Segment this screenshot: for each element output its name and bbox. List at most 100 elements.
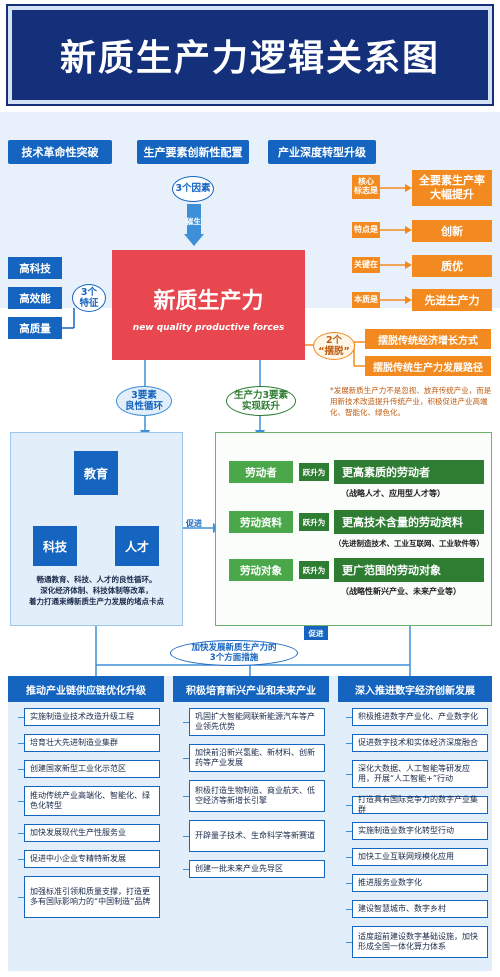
cycle-node-education: 教育 [74, 451, 118, 495]
measure-connector [346, 909, 352, 910]
factor-box-2: 生产要素创新性配置 [137, 140, 249, 164]
hallmark-tag-3: 关键在 [352, 257, 380, 273]
measure-item: 建设智慧城市、数字乡村 [352, 900, 488, 918]
measure-connector [346, 805, 352, 806]
measure-column-3-title: 深入推进数字经济创新发展 [338, 676, 492, 702]
leap-result-1: 更高素质的劳动者 [334, 460, 484, 484]
measure-connector [18, 717, 24, 718]
measure-column-2: 积极培育新兴产业和未来产业 巩固扩大智能网联新能源汽车等产业领先优势加快前沿新兴… [173, 676, 329, 878]
leap-factor-2: 劳动资料 [229, 511, 293, 533]
leap-up-3: 跃升为 [299, 561, 329, 579]
leap-sub-2: （先进制造技术、工业互联网、工业软件等） [334, 539, 484, 548]
leap-sub-3: （战略性新兴产业、未来产业等） [341, 587, 461, 596]
measure-connector [346, 942, 352, 943]
measure-column-1: 推动产业链供应链优化升级 实施制造业技术改造升级工程培育壮大先进制造业集群创建国… [8, 676, 164, 918]
measure-connector [346, 743, 352, 744]
measure-item: 促进中小企业专精特新发展 [24, 850, 160, 868]
hallmark-tag-4: 本质是 [352, 292, 380, 308]
measure-connector [18, 801, 24, 802]
catalyze-label: 催生 [186, 217, 201, 226]
measure-connector [346, 883, 352, 884]
title-banner: 新质生产力逻辑关系图 [6, 4, 494, 106]
measure-item: 加快发展现代生产性服务业 [24, 824, 160, 842]
measure-item: 创建一批未来产业先导区 [189, 860, 325, 878]
measure-item: 实施制造业技术改造升级工程 [24, 708, 160, 726]
measure-item: 推进服务业数字化 [352, 874, 488, 892]
measure-column-3: 深入推进数字经济创新发展 积极推进数字产业化、产业数字化促进数字技术和实体经济深… [338, 676, 492, 958]
measure-column-2-title: 积极培育新兴产业和未来产业 [173, 676, 329, 702]
core-title: 新质生产力 [153, 289, 264, 314]
measure-connector [183, 869, 189, 870]
feature-box-3: 高质量 [8, 317, 62, 339]
measure-connector [18, 743, 24, 744]
measure-item: 推动传统产业高端化、智能化、绿色化转型 [24, 786, 160, 816]
core-subtitle: new quality productive forces [132, 323, 285, 333]
measure-connector [18, 897, 24, 898]
factor-box-3: 产业深度转型升级 [268, 140, 376, 164]
factor-box-1: 技术革命性突破 [8, 140, 112, 164]
measure-connector [18, 833, 24, 834]
cycle-promote-label: 促进 [186, 519, 202, 528]
measure-item: 巩固扩大智能网联新能源汽车等产业领先优势 [189, 708, 325, 736]
leap-sub-1: （战略人才、应用型人才等） [341, 489, 445, 498]
feature-box-2: 高效能 [8, 287, 62, 309]
cycle-oval: 3要素 良性循环 [116, 386, 172, 416]
leap-factor-3: 劳动对象 [229, 559, 293, 581]
measure-connector [346, 774, 352, 775]
measure-connector [183, 758, 189, 759]
leap-factor-1: 劳动者 [229, 461, 293, 483]
measure-connector [346, 717, 352, 718]
measure-item: 积极打造生物制造、商业航天、低空经济等新增长引擎 [189, 780, 325, 812]
leap-up-2: 跃升为 [299, 513, 329, 531]
hallmark-tag-1: 核心 标志是 [352, 175, 380, 199]
measure-item: 开辟量子技术、生命科学等新赛道 [189, 820, 325, 852]
measure-connector [183, 722, 189, 723]
measure-connector [18, 859, 24, 860]
measure-connector [183, 836, 189, 837]
catalyze-arrow-head [184, 234, 204, 246]
measure-item: 打造具有国际竞争力的数字产业集群 [352, 795, 488, 814]
leap-oval: 生产力3要素 实现跃升 [226, 386, 296, 416]
measure-item: 加快工业互联网规模化应用 [352, 848, 488, 866]
measures-promote-label: 促进 [304, 626, 328, 640]
hallmark-value-4: 先进生产力 [412, 289, 492, 311]
factors-oval: 3个因素 [172, 176, 214, 202]
core-box: 新质生产力 new quality productive forces [112, 250, 305, 360]
hallmark-tag-2: 特点是 [352, 222, 380, 238]
catalyze-arrow-shaft [187, 204, 201, 234]
cycle-panel: 教育 科技 人才 畅通教育、科技、人才的良性循环。 深化经济体制、科技体制等改革… [10, 432, 183, 626]
leap-result-3: 更广范围的劳动对象 [334, 558, 484, 582]
breakaway-item-2: 摆脱传统生产力发展路径 [365, 356, 491, 376]
measure-connector [183, 796, 189, 797]
cycle-node-talent: 人才 [115, 526, 159, 566]
page-title: 新质生产力逻辑关系图 [59, 38, 440, 79]
hallmark-value-2: 创新 [412, 220, 492, 242]
feature-box-1: 高科技 [8, 257, 62, 279]
cycle-text: 畅通教育、科技、人才的良性循环。 深化经济体制、科技体制等改革， 着力打通束缚新… [29, 575, 164, 606]
measure-item: 加快前沿新兴氢能、新材料、创新药等产业发展 [189, 744, 325, 772]
leap-panel: 劳动者 跃升为 更高素质的劳动者 （战略人才、应用型人才等） 劳动资料 跃升为 … [215, 432, 492, 626]
features-oval: 3个 特征 [72, 284, 106, 312]
measure-column-1-title: 推动产业链供应链优化升级 [8, 676, 164, 702]
measure-item: 培育壮大先进制造业集群 [24, 734, 160, 752]
measure-item: 积极推进数字产业化、产业数字化 [352, 708, 488, 726]
breakaway-oval: 2个 “摆脱” [313, 332, 355, 360]
measure-item: 实施制造业数字化转型行动 [352, 822, 488, 840]
breakaway-item-1: 摆脱传统经济增长方式 [365, 329, 491, 349]
measure-item: 促进数字技术和实体经济深度融合 [352, 734, 488, 752]
breakaway-note: *发展新质生产力不是忽视、放弃传统产业，而是用新技术改造提升传统产业，积极促进产… [330, 386, 492, 417]
leap-result-2: 更高技术含量的劳动资料 [334, 510, 484, 534]
measure-connector [346, 831, 352, 832]
measure-item: 适度超前建设数字基础设施，加快形成全国一体化算力体系 [352, 926, 488, 958]
measure-connector [346, 857, 352, 858]
leap-up-1: 跃升为 [299, 463, 329, 481]
cycle-node-tech: 科技 [33, 526, 77, 566]
measure-item: 深化大数据、人工智能等研发应用，开展“人工智能+”行动 [352, 760, 488, 788]
measure-item: 加强标准引领和质量支撑，打造更多有国际影响力的“中国制造”品牌 [24, 876, 160, 918]
measure-item: 创建国家新型工业化示范区 [24, 760, 160, 778]
measure-connector [18, 769, 24, 770]
hallmark-value-1: 全要素生产率 大幅提升 [412, 170, 492, 206]
hallmark-value-3: 质优 [412, 255, 492, 277]
measures-oval: 加快发展新质生产力的 3个方面措施 [170, 640, 298, 666]
